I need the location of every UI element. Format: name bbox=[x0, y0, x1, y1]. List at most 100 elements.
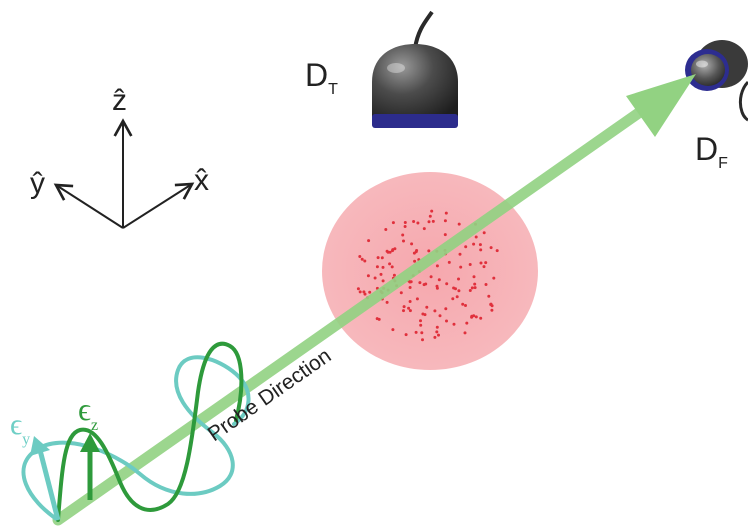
atom-dot bbox=[489, 246, 493, 250]
atom-dot bbox=[484, 261, 488, 265]
atom-dot bbox=[428, 214, 432, 218]
atom-dot bbox=[478, 243, 482, 247]
atom-dot bbox=[358, 255, 362, 258]
detector-dome bbox=[372, 44, 458, 120]
atom-dot bbox=[403, 221, 407, 224]
atom-dot bbox=[368, 290, 372, 294]
atom-dot bbox=[435, 264, 439, 268]
atom-dot bbox=[363, 292, 367, 296]
atom-dot bbox=[391, 249, 394, 253]
atom-dot bbox=[377, 317, 381, 321]
atom-dot bbox=[415, 297, 419, 301]
atom-dot bbox=[408, 286, 412, 289]
atom-dot bbox=[391, 221, 395, 225]
atom-dot bbox=[473, 286, 477, 290]
atom-dot bbox=[458, 252, 462, 256]
transmission-detector-label: DT bbox=[305, 57, 338, 98]
atom-dot bbox=[452, 322, 456, 326]
atom-dot bbox=[438, 314, 442, 318]
atom-dot bbox=[402, 305, 406, 309]
atom-dot bbox=[435, 325, 439, 329]
atom-dot bbox=[388, 262, 392, 266]
atom-dot bbox=[412, 220, 416, 223]
atom-dot bbox=[472, 242, 476, 246]
atom-dot bbox=[474, 315, 478, 319]
atom-dot bbox=[427, 220, 431, 224]
atom-dot bbox=[487, 294, 491, 298]
atom-dot bbox=[472, 275, 476, 279]
atom-dot bbox=[473, 282, 477, 286]
atom-dot bbox=[464, 245, 468, 249]
atom-dot bbox=[422, 227, 426, 231]
atom-dot bbox=[416, 221, 420, 225]
atom-dot bbox=[375, 265, 379, 269]
atom-dot bbox=[429, 275, 433, 279]
atom-dot bbox=[457, 277, 460, 281]
atom-dot bbox=[444, 307, 448, 311]
atom-dot bbox=[367, 239, 371, 243]
atom-dot bbox=[373, 276, 377, 280]
detector-cable-right bbox=[738, 80, 748, 122]
lens-highlight bbox=[696, 60, 708, 68]
atom-dot bbox=[419, 319, 422, 323]
atom-dot bbox=[461, 302, 465, 306]
atom-dot bbox=[437, 278, 441, 282]
polarization-waves bbox=[21, 341, 251, 522]
atom-dot bbox=[479, 261, 483, 265]
atom-dot bbox=[457, 289, 461, 293]
atom-dot bbox=[420, 331, 424, 335]
atom-dot bbox=[403, 225, 407, 228]
atom-dot bbox=[444, 211, 448, 215]
atom-dot bbox=[435, 330, 439, 334]
fluorescence-detector bbox=[685, 40, 748, 122]
atom-dot bbox=[445, 319, 448, 323]
atom-dot bbox=[380, 256, 384, 260]
atom-dot bbox=[433, 335, 437, 339]
atom-dot bbox=[459, 265, 463, 269]
atom-dot bbox=[402, 309, 405, 313]
atom-dot bbox=[457, 222, 461, 226]
atom-dot bbox=[410, 242, 414, 246]
atom-dot bbox=[482, 231, 486, 235]
atom-dot bbox=[381, 265, 385, 269]
beam-arrowhead bbox=[626, 74, 696, 137]
atom-dot bbox=[402, 239, 405, 243]
atom-dot bbox=[408, 280, 412, 284]
atom-dot bbox=[419, 323, 423, 327]
atom-dot bbox=[385, 300, 389, 304]
atom-dot bbox=[360, 257, 364, 261]
atom-dot bbox=[464, 304, 467, 307]
probe-beam bbox=[52, 74, 696, 526]
atom-dot bbox=[404, 333, 408, 337]
atom-dot bbox=[482, 265, 486, 269]
atom-dot bbox=[379, 272, 383, 276]
atom-dot bbox=[433, 309, 437, 313]
atom-dot bbox=[430, 209, 434, 213]
atom-dot bbox=[427, 249, 431, 253]
atom-dot bbox=[455, 295, 459, 299]
atom-dot bbox=[465, 321, 469, 325]
atom-dot bbox=[468, 289, 472, 292]
atom-dot bbox=[435, 284, 439, 288]
atom-dot bbox=[479, 248, 483, 252]
atom-dot bbox=[443, 233, 447, 237]
atom-dot bbox=[492, 276, 496, 280]
z-axis-label: ẑ bbox=[112, 84, 127, 117]
atom-dot bbox=[399, 291, 403, 295]
atom-dot bbox=[401, 233, 405, 237]
atom-dot bbox=[366, 274, 370, 278]
ez-arrowhead bbox=[80, 433, 100, 452]
atom-dot bbox=[392, 273, 396, 277]
atom-dot bbox=[385, 249, 389, 253]
atom-dot bbox=[393, 247, 397, 251]
y-axis-line bbox=[53, 183, 124, 229]
atom-dot bbox=[468, 263, 472, 266]
atom-dot bbox=[463, 331, 467, 335]
ey-arrowhead bbox=[30, 436, 50, 456]
atom-dot bbox=[390, 265, 394, 269]
beam-line bbox=[52, 106, 646, 526]
atom-dot bbox=[484, 283, 488, 286]
atom-dot bbox=[358, 290, 362, 294]
atom-dot bbox=[363, 259, 367, 263]
